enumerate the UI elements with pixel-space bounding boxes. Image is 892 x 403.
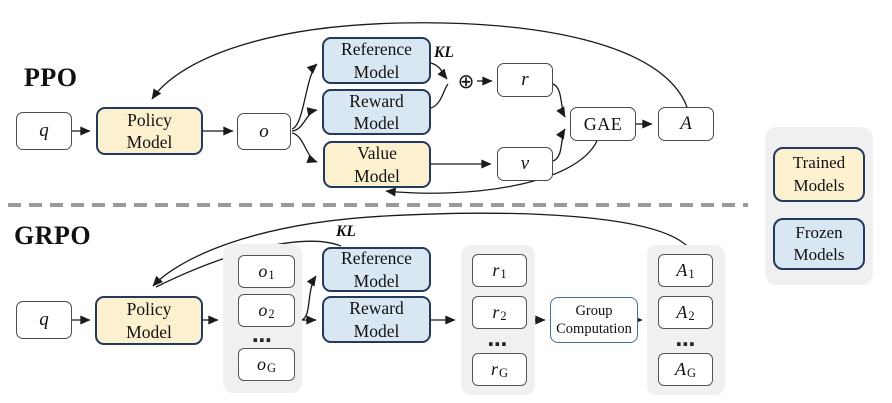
grpo-aG-sub: G	[686, 366, 697, 380]
grpo-oG-sub: G	[266, 361, 277, 375]
legend-frozen-models: Frozen Models	[773, 218, 865, 270]
arrow-ppo-o-to-reference	[291, 63, 318, 130]
grpo-o-ellipsis: ⋯	[252, 328, 273, 352]
ppo-section-label: PPO	[24, 63, 78, 92]
grpo-r1-sub: 1	[500, 267, 507, 281]
ppo-value-model-box: Value Model	[323, 141, 431, 188]
grpo-policy-model-box: Policy Model	[95, 296, 203, 345]
legend-trained-models: Trained Models	[773, 147, 865, 202]
grpo-group-computation-box: Group Computation	[550, 297, 638, 343]
grpo-a1-base: A	[676, 260, 688, 280]
grpo-aG-base: A	[674, 359, 686, 379]
section-divider	[8, 203, 748, 207]
grpo-o1-base: o	[258, 261, 268, 281]
grpo-r2-base: r	[492, 302, 500, 322]
arrow-ppo-v-to-gae	[552, 128, 566, 162]
oplus-icon: ⊕	[457, 69, 475, 93]
grpo-r1-base: r	[492, 260, 500, 280]
arrow-ppo-reference-kl-to-oplus	[430, 62, 448, 80]
ppo-advantage-box: A	[658, 107, 714, 141]
grpo-a2-base: A	[676, 302, 688, 322]
ppo-kl-label: KL	[434, 44, 454, 61]
grpo-oG-base: o	[256, 354, 266, 374]
arrow-ppo-r-to-gae	[552, 83, 566, 118]
arrow-ppo-o-to-reward	[291, 107, 318, 132]
legend-container: Trained Models Frozen Models	[765, 127, 873, 285]
ppo-r-box: r	[497, 63, 553, 97]
ppo-reference-model-box: Reference Model	[322, 37, 431, 84]
grpo-o2-base: o	[258, 300, 268, 320]
grpo-section-label: GRPO	[14, 221, 92, 250]
arrow-ppo-reward-to-oplus	[430, 83, 449, 109]
grpo-r2-sub: 2	[500, 309, 507, 323]
ppo-gae-box: GAE	[570, 107, 636, 141]
grpo-rG-sub: G	[498, 366, 509, 380]
arrow-grpo-ostack-to-reference	[301, 275, 317, 321]
grpo-kl-label: KL	[336, 223, 356, 240]
ppo-q-box: q	[16, 112, 72, 150]
arrow-ppo-o-to-value	[291, 132, 318, 163]
grpo-reference-model-box: Reference Model	[322, 247, 431, 292]
ppo-o-box: o	[237, 113, 291, 150]
grpo-reward-model-box: Reward Model	[322, 296, 431, 343]
ppo-policy-model-box: Policy Model	[96, 107, 203, 155]
grpo-r-ellipsis: ⋯	[487, 332, 509, 356]
ppo-v-box: v	[497, 147, 553, 181]
grpo-a1-sub: 1	[688, 267, 695, 281]
grpo-o2-sub: 2	[268, 307, 275, 321]
grpo-a2-sub: 2	[688, 309, 695, 323]
grpo-o1-sub: 1	[268, 268, 275, 282]
grpo-rG-base: r	[490, 359, 498, 379]
grpo-a-ellipsis: ⋯	[675, 332, 697, 356]
grpo-q-box: q	[16, 301, 72, 339]
ppo-reward-model-box: Reward Model	[322, 89, 431, 135]
